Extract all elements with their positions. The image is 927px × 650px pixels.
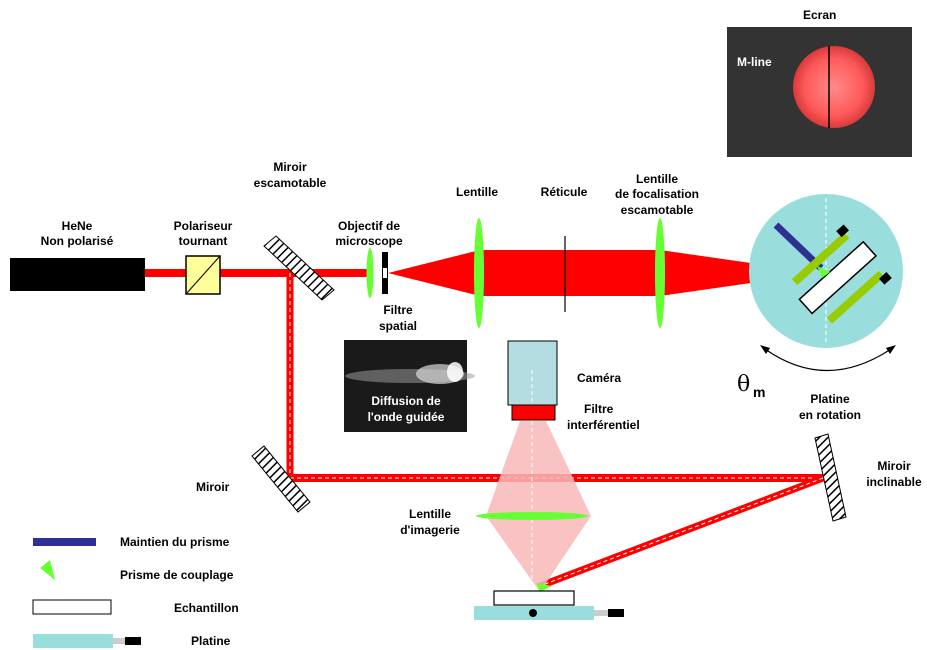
laser-beam-main	[145, 250, 825, 590]
legend-label-stage: Platine	[191, 634, 231, 648]
label-flip-mirror-1: Miroir	[273, 160, 307, 174]
legend-label-sample: Echantillon	[174, 601, 239, 615]
label-focus-lens-1: Lentille	[636, 172, 678, 186]
guided-wave-diffusion-photo	[344, 340, 475, 432]
spatial-filter	[382, 252, 388, 294]
label-mirror: Miroir	[196, 480, 230, 494]
label-interf-filter-1: Filtre	[584, 402, 614, 416]
label-objective-2: microscope	[335, 234, 403, 248]
label-screen: Ecran	[803, 8, 836, 22]
objective-lens	[366, 248, 374, 298]
mirror	[251, 445, 311, 513]
hene-laser	[10, 258, 145, 291]
mline-spot	[793, 46, 875, 128]
label-diffusion-1: Diffusion de	[371, 394, 441, 408]
legend-symbol-coupling-prism	[40, 560, 55, 580]
label-mline: M-line	[737, 55, 772, 69]
expanded-beam	[388, 250, 820, 296]
camera	[507, 340, 558, 421]
label-laser-2: Non polarisé	[41, 234, 114, 248]
label-focus-lens-2: de focalisation	[615, 187, 699, 201]
label-theta: θ	[737, 372, 750, 397]
label-lens: Lentille	[456, 185, 498, 199]
lens	[474, 218, 484, 328]
label-laser-1: HeNe	[62, 219, 93, 233]
label-tilt-mirror-1: Miroir	[877, 459, 911, 473]
label-filter-1: Filtre	[383, 303, 413, 317]
label-polarizer-1: Polariseur	[174, 219, 233, 233]
label-interf-filter-2: interférentiel	[567, 418, 640, 432]
label-diffusion-2: l'onde guidée	[368, 410, 445, 424]
legend-symbol-prism-holder	[33, 538, 96, 546]
sample	[798, 240, 878, 315]
legend-label-prism-holder: Maintien du prisme	[120, 535, 230, 549]
label-focus-lens-3: escamotable	[621, 203, 694, 217]
label-filter-2: spatial	[379, 319, 417, 333]
imaging-lens	[476, 512, 588, 520]
bottom-stage	[474, 583, 624, 620]
coupling-prism	[817, 266, 830, 278]
flip-mirror	[263, 235, 335, 301]
rotation-arrow	[760, 345, 896, 372]
label-rot-stage-2: en rotation	[799, 408, 861, 422]
interference-filter	[511, 404, 556, 421]
tilt-mirror	[814, 433, 847, 522]
screen-photo	[727, 27, 912, 157]
label-rot-stage-1: Platine	[810, 392, 850, 406]
rotating-polarizer	[185, 255, 221, 295]
label-reticle: Réticule	[541, 185, 588, 199]
legend-symbol-sample	[32, 599, 112, 615]
label-imaging-lens-1: Lentille	[409, 507, 451, 521]
label-camera: Caméra	[577, 371, 621, 385]
label-flip-mirror-2: escamotable	[254, 176, 327, 190]
rotation-stage	[749, 194, 903, 348]
focusing-lens	[655, 218, 665, 328]
label-objective-1: Objectif de	[338, 219, 400, 233]
label-imaging-lens-2: d'imagerie	[400, 523, 460, 537]
label-tilt-mirror-2: inclinable	[866, 475, 922, 489]
legend-label-coupling-prism: Prisme de couplage	[120, 568, 234, 582]
legend-symbol-stage	[33, 634, 141, 648]
legend	[32, 538, 141, 648]
label-polarizer-2: tournant	[179, 234, 228, 248]
imaging-light-cone	[476, 421, 591, 592]
label-theta-sub: m	[753, 384, 765, 400]
